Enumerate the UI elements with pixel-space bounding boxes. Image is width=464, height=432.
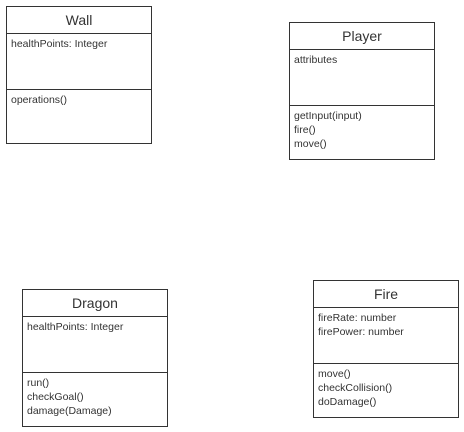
operations-compartment: move() checkCollision() doDamage(): [314, 364, 458, 409]
operations-compartment: run() checkGoal() damage(Damage): [23, 373, 167, 418]
attributes-compartment: healthPoints: Integer: [23, 317, 167, 373]
attribute: healthPoints: Integer: [27, 321, 124, 333]
operation: getInput(input): [294, 110, 362, 122]
attribute: attributes: [294, 54, 338, 66]
operation: run(): [27, 377, 50, 389]
operation: move(): [294, 138, 327, 150]
operation: checkCollision(): [318, 382, 393, 394]
operations-compartment: operations(): [7, 90, 151, 107]
operation: move(): [318, 368, 351, 380]
operation: doDamage(): [318, 396, 377, 408]
operation: damage(Damage): [27, 405, 112, 417]
operation: operations(): [11, 94, 68, 106]
operation: checkGoal(): [27, 391, 84, 403]
class-name: Wall: [7, 7, 151, 34]
operation: fire(): [294, 124, 316, 136]
class-player[interactable]: Player attributes getInput(input) fire()…: [289, 22, 435, 160]
class-fire[interactable]: Fire fireRate: number firePower: number …: [313, 280, 459, 418]
class-name: Dragon: [23, 290, 167, 317]
attribute: fireRate: number: [318, 312, 397, 324]
attributes-compartment: fireRate: number firePower: number: [314, 308, 458, 364]
operations-compartment: getInput(input) fire() move(): [290, 106, 434, 151]
attributes-compartment: healthPoints: Integer: [7, 34, 151, 90]
class-wall[interactable]: Wall healthPoints: Integer operations(): [6, 6, 152, 144]
class-name: Fire: [314, 281, 458, 308]
class-name: Player: [290, 23, 434, 50]
attribute: firePower: number: [318, 326, 404, 338]
attribute: healthPoints: Integer: [11, 38, 108, 50]
class-dragon[interactable]: Dragon healthPoints: Integer run() check…: [22, 289, 168, 427]
attributes-compartment: attributes: [290, 50, 434, 106]
